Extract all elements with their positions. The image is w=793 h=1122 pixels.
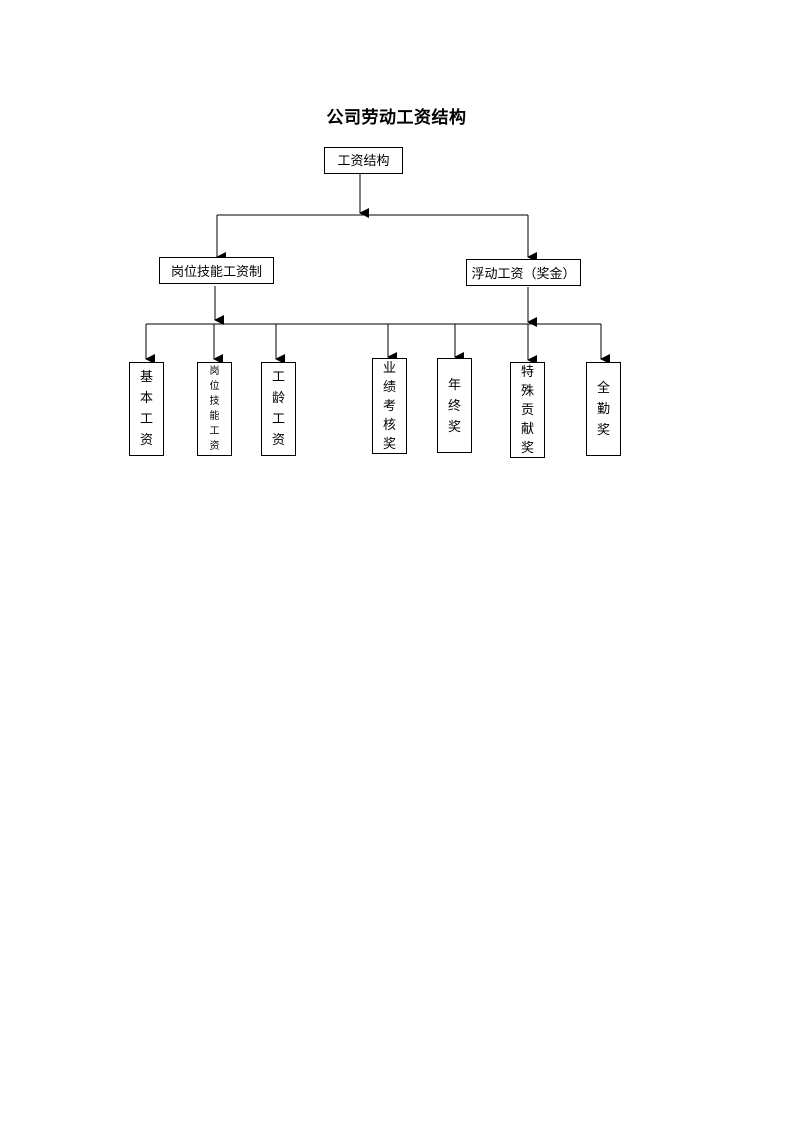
page-title: 公司劳动工资结构 [326,108,467,128]
leaf-char: 贡 [520,402,534,418]
node-branch-floating: 浮动工资（奖金） [466,259,581,286]
leaf-char: 终 [447,399,461,414]
leaf-char: 工 [271,412,285,427]
leaf-char: 资 [139,433,153,448]
leaf-char: 业 [382,360,396,376]
leaf-char: 技 [209,395,220,407]
leaf-char: 本 [139,391,153,406]
leaf-char: 工 [209,425,220,437]
leaf-char: 工 [139,412,153,427]
leaf-char: 岗 [209,365,220,377]
leaf-char: 全 [596,380,610,396]
leaf-char: 奖 [447,420,461,435]
node-root: 工资结构 [324,147,403,174]
leaf-char: 能 [209,410,220,422]
leaf-char: 绩 [382,379,396,395]
leaf-char: 奖 [596,422,610,438]
node-leaf-full-attendance-bonus: 全勤奖 [586,362,621,456]
leaf-char: 龄 [271,391,285,406]
node-leaf-special-contribution-bonus: 特殊贡献奖 [510,362,545,458]
leaf-char: 资 [271,433,285,448]
node-leaf-post-skill-wage: 岗位技能工资 [197,362,232,456]
node-leaf-seniority-wage: 工龄工资 [261,362,296,456]
leaf-char: 献 [520,421,534,437]
leaf-char: 位 [209,380,220,392]
leaf-char: 年 [447,378,461,393]
leaf-char: 基 [139,370,153,385]
leaf-char: 工 [271,370,285,385]
leaf-char: 勤 [596,401,610,417]
leaf-char: 奖 [520,440,534,456]
leaf-char: 特 [520,364,534,380]
leaf-char: 核 [382,417,396,433]
node-leaf-performance-bonus: 业绩考核奖 [372,358,407,454]
node-leaf-year-end-bonus: 年终奖 [437,358,472,453]
leaf-char: 考 [382,398,396,414]
leaf-char: 殊 [520,383,534,399]
node-branch-post-skill: 岗位技能工资制 [159,257,274,284]
leaf-char: 奖 [382,436,396,452]
leaf-char: 资 [209,440,220,452]
node-leaf-basic-wage: 基本工资 [129,362,164,456]
